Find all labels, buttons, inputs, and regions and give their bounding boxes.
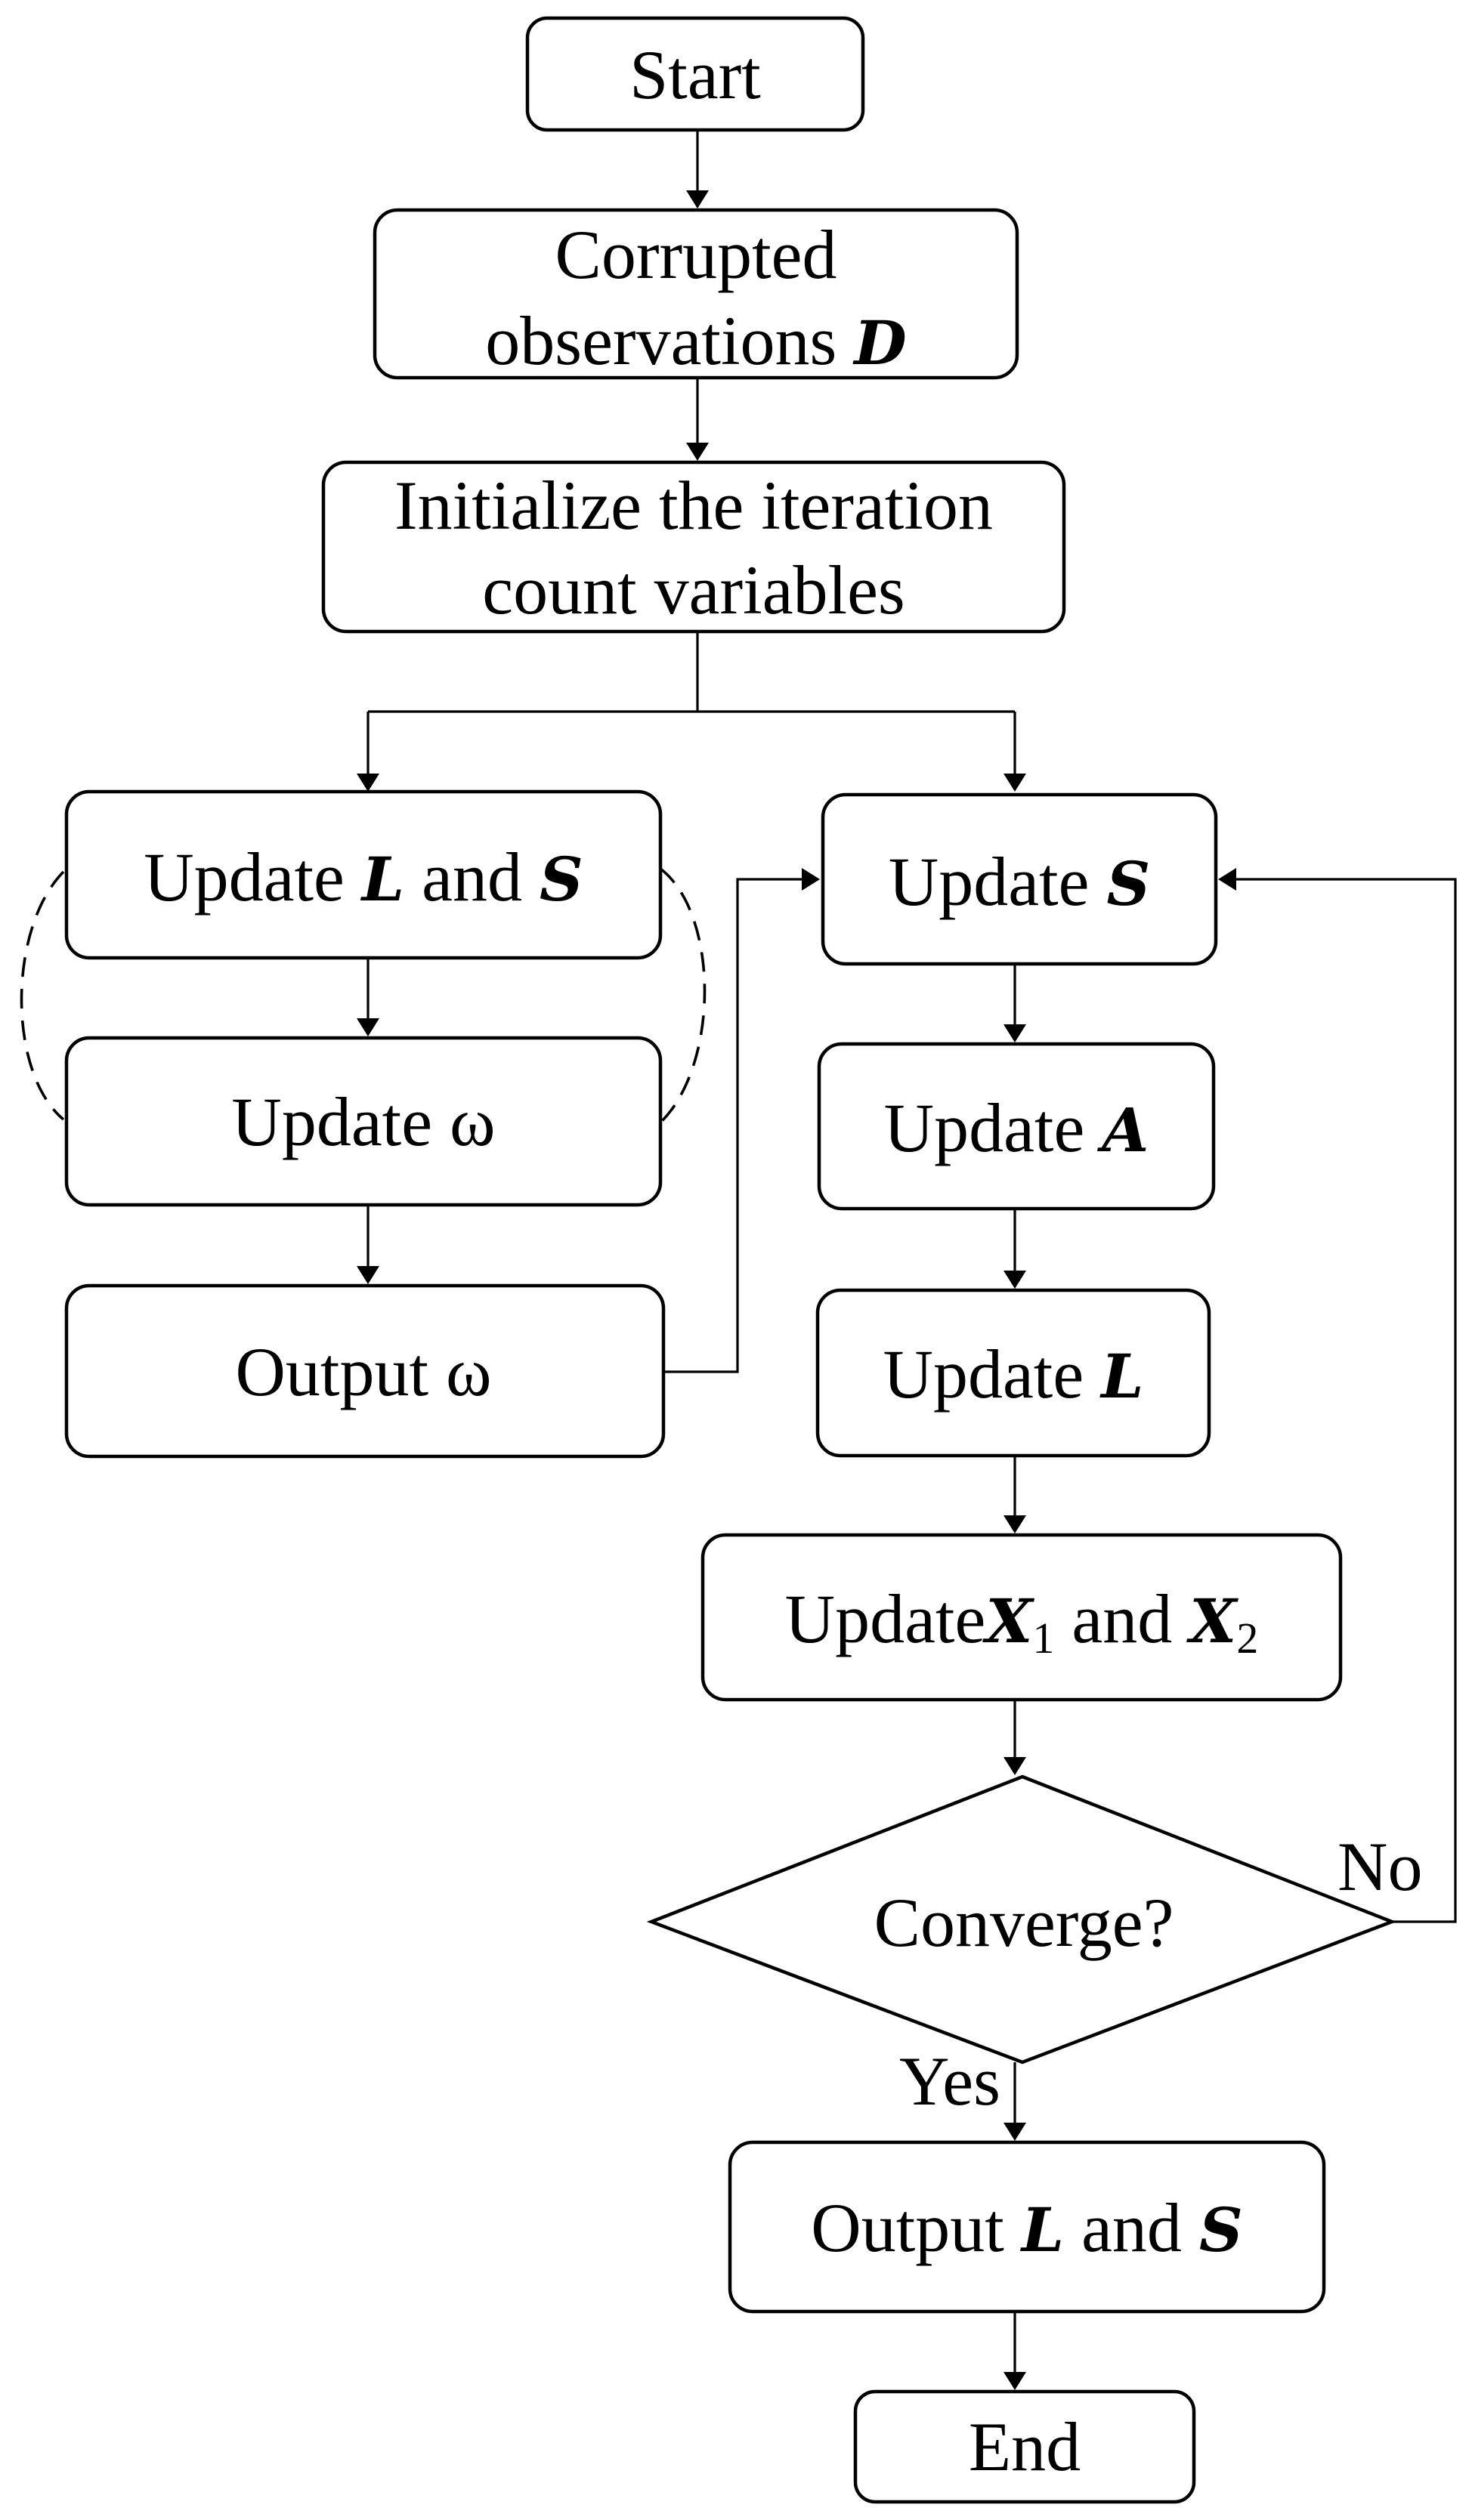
iteration-loop-dashed-left: [20, 870, 65, 1121]
end-node: End: [853, 2389, 1196, 2504]
arrowhead: [357, 774, 379, 792]
arrowhead: [1003, 1271, 1026, 1289]
update-x-label: UpdateX1 and X2: [785, 1580, 1259, 1663]
output-omega-node: Output ω: [64, 1283, 666, 1459]
update-l-label: Update L: [883, 1336, 1144, 1413]
initialize-label-line1: Initialize the iteration: [394, 467, 993, 544]
update-l-and-s-label: Update L and S: [144, 838, 583, 916]
update-x1-and-x2-node: UpdateX1 and X2: [700, 1533, 1343, 1702]
arrowhead: [357, 1266, 379, 1284]
arrowhead: [1003, 1757, 1026, 1775]
initialize-label-line2: count variables: [482, 551, 905, 628]
arrowhead: [802, 868, 820, 891]
var-s: S: [540, 844, 583, 915]
update-s-label: Update S: [889, 843, 1150, 920]
start-label: Start: [629, 36, 761, 113]
update-omega-node: Update ω: [64, 1036, 663, 1207]
no-label: No: [1337, 1828, 1422, 1905]
var-s: S: [1199, 2194, 1243, 2265]
output-omega-label: Output ω: [235, 1333, 491, 1410]
initialize-node: Initialize the iteration count variables: [321, 460, 1066, 634]
var-a: A: [1096, 1095, 1149, 1166]
end-label: End: [969, 2408, 1081, 2485]
corrupted-label-line1: Corrupted: [555, 216, 837, 293]
arrowhead: [686, 190, 709, 208]
yes-label: Yes: [899, 2043, 1000, 2120]
subscript-2: 2: [1236, 1614, 1258, 1663]
update-omega-label: Update ω: [231, 1083, 495, 1160]
var-l: L: [1020, 2194, 1064, 2265]
arrowhead: [1003, 1515, 1026, 1533]
arrowhead: [1003, 1024, 1026, 1042]
update-s-node: Update S: [821, 792, 1218, 966]
subscript-1: 1: [1032, 1614, 1054, 1663]
converge-label: Converge?: [874, 1884, 1174, 1961]
output-l-and-s-node: Output L and S: [728, 2140, 1326, 2314]
var-x: X: [982, 1586, 1034, 1657]
arrowhead: [1003, 774, 1026, 792]
arrow-output-omega-to-update-s: [663, 878, 812, 1373]
update-l-node: Update L: [815, 1288, 1211, 1458]
update-l-and-s-node: Update L and S: [64, 789, 663, 960]
converge-decision: Converge?: [646, 1774, 1397, 2064]
iteration-loop-dashed-right: [659, 867, 707, 1124]
arrowhead: [1003, 2123, 1026, 2141]
connectors: [20, 130, 1457, 2390]
var-d: D: [852, 307, 906, 378]
var-l: L: [360, 844, 404, 915]
var-s: S: [1106, 848, 1150, 919]
start-node: Start: [525, 16, 865, 132]
arrowhead: [1003, 2372, 1026, 2390]
output-l-and-s-label: Output L and S: [811, 2189, 1242, 2266]
split-connector: [366, 632, 1016, 786]
update-a-node: Update A: [817, 1042, 1216, 1211]
arrowhead: [357, 1018, 379, 1036]
corrupted-observations-node: Corrupted observations D: [373, 208, 1019, 380]
arrow-no-loop: [1226, 878, 1457, 1923]
var-l: L: [1099, 1341, 1143, 1412]
corrupted-label-line2: observations D: [485, 302, 906, 379]
arrowhead: [686, 443, 709, 461]
arrowhead: [1218, 868, 1236, 891]
update-a-label: Update A: [884, 1089, 1149, 1166]
var-x: X: [1186, 1586, 1239, 1657]
